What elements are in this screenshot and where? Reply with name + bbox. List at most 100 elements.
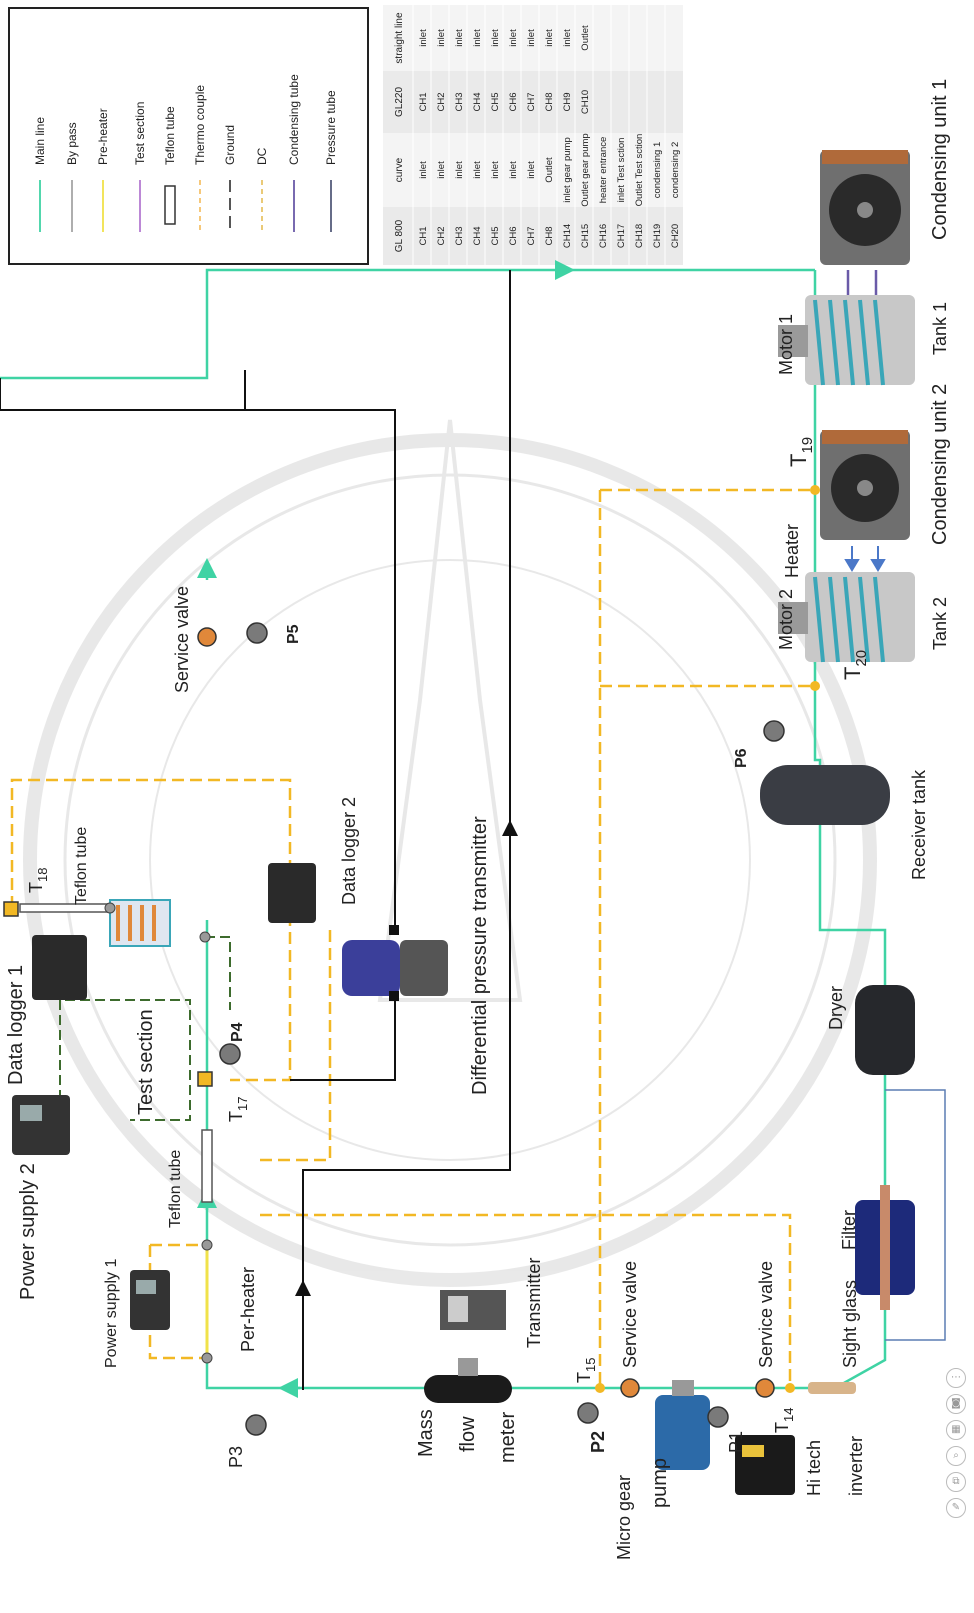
label-mass-flow-1: Mass: [415, 1409, 437, 1457]
table-cell: CH5: [490, 92, 501, 111]
legend-label: Ground: [223, 125, 237, 165]
table-header: curve: [394, 157, 405, 182]
grid-icon[interactable]: ▦: [946, 1420, 966, 1440]
legend-label: By pass: [65, 122, 79, 165]
label-teflon-tube-mid: Teflon tube: [167, 1150, 184, 1228]
micro-gear-pump: [655, 1380, 710, 1470]
table-cell: CH8: [544, 92, 555, 111]
table-cell: Outlet: [544, 157, 555, 183]
label-t19: T19: [786, 437, 816, 467]
table-header: straight line: [394, 12, 405, 64]
condensing-unit-2: [820, 430, 910, 540]
label-t17: T17: [226, 1097, 250, 1122]
table-cell: inlet: [454, 29, 465, 47]
table-cell: inlet: [436, 161, 447, 179]
service-valve-icon: [621, 1379, 639, 1397]
label-motor-2: Motor 2: [776, 589, 796, 650]
legend-label: Test section: [133, 102, 147, 165]
label-heater: Heater: [782, 524, 802, 578]
table-cell: CH16: [598, 224, 609, 248]
label-tank-2: Tank 2: [930, 597, 950, 650]
label-dryer: Dryer: [826, 986, 846, 1030]
label-motor-1: Motor 1: [776, 314, 796, 375]
table-cell: CH20: [670, 224, 681, 248]
label-test-section: Test section: [135, 1009, 157, 1115]
label-data-logger-1: Data logger 1: [5, 965, 27, 1085]
label-hitech-1: Hi tech: [804, 1440, 824, 1496]
table-cell: inlet: [526, 29, 537, 47]
watermark-seal: [30, 420, 870, 1280]
table-cell: CH17: [616, 224, 627, 248]
dryer: [855, 985, 915, 1075]
condensing-tubes: [848, 270, 876, 295]
table-cell: CH4: [472, 226, 483, 245]
condensing-unit-1: [820, 150, 910, 265]
camera-icon[interactable]: ◙: [946, 1394, 966, 1414]
table-cell: heater entrance: [598, 137, 609, 204]
label-p3: P3: [226, 1446, 246, 1468]
table-cell: inlet: [508, 29, 519, 47]
test-section-coil: [110, 900, 170, 946]
table-cell: inlet: [454, 161, 465, 179]
table-cell: CH2: [436, 92, 447, 111]
data-logger-2: [268, 863, 316, 923]
table-cell: inlet: [508, 161, 519, 179]
label-mass-flow-3: meter: [497, 1412, 519, 1463]
table-cell: CH7: [526, 226, 537, 245]
legend-item-5: Teflon tube: [163, 106, 177, 224]
table-cell: inlet: [472, 29, 483, 47]
label-hitech-2: inverter: [846, 1436, 866, 1496]
label-transmitter: Transmitter: [524, 1258, 544, 1348]
table-cell: CH4: [472, 92, 483, 111]
table-cell: CH7: [526, 92, 537, 111]
power-supply-1: [130, 1270, 170, 1330]
legend-swatch: [165, 186, 175, 224]
tank-2: [778, 572, 915, 662]
service-valve-icon: [198, 628, 216, 646]
table-cell: CH9: [562, 92, 573, 111]
table-cell: CH8: [544, 226, 555, 245]
mass-flow-meter: [424, 1358, 512, 1403]
sight-glass: [808, 1382, 856, 1394]
legend-label: Pre-heater: [96, 108, 110, 165]
copy-icon[interactable]: ⧉: [946, 1472, 966, 1492]
label-micro-gear-1: Micro gear: [614, 1475, 634, 1560]
viewer-toolbar: ⋯ ◙ ▦ ⌕ ⧉ ✎: [946, 1368, 968, 1524]
zoom-icon[interactable]: ⌕: [946, 1446, 966, 1466]
label-p1: P1: [726, 1431, 746, 1453]
label-service-valve-p2: Service valve: [620, 1261, 640, 1368]
label-service-valve-top: Service valve: [172, 586, 192, 693]
label-p6: P6: [733, 748, 750, 768]
label-p5: P5: [285, 624, 302, 644]
table-cell: inlet: [490, 29, 501, 47]
table-cell: CH14: [562, 224, 573, 248]
table-cell: CH2: [436, 226, 447, 245]
label-sight-glass: Sight glass: [840, 1280, 860, 1368]
label-condensing-unit-1: Condensing unit 1: [929, 79, 951, 240]
table-cell: CH3: [454, 92, 465, 111]
channel-table: GL 800curveGL220straight lineCH1inletCH1…: [383, 5, 683, 265]
label-teflon-tube-top: Teflon tube: [73, 827, 90, 905]
receiver-tank: [760, 765, 890, 825]
pen-icon[interactable]: ✎: [946, 1498, 966, 1518]
table-cell: Outlet Test sction: [634, 134, 645, 207]
data-logger-1: [32, 935, 87, 1000]
label-power-supply-1: Power supply 1: [103, 1259, 120, 1368]
table-cell: inlet Test sction: [616, 138, 627, 203]
more-icon[interactable]: ⋯: [946, 1368, 966, 1388]
label-t15: T15: [574, 1358, 598, 1383]
table-cell: inlet: [490, 161, 501, 179]
flow-arrows: [846, 546, 884, 570]
table-cell: inlet: [544, 29, 555, 47]
table-cell: inlet: [418, 161, 429, 179]
table-cell: CH6: [508, 226, 519, 245]
table-cell: Outlet gear pump: [580, 133, 591, 206]
legend-box: [9, 8, 368, 264]
label-micro-gear-2: pump: [649, 1458, 671, 1508]
dp-transmitter: [342, 925, 448, 1001]
table-cell: inlet: [472, 161, 483, 179]
power-supply-2: [12, 1095, 70, 1155]
label-condensing-unit-2: Condensing unit 2: [929, 384, 951, 545]
